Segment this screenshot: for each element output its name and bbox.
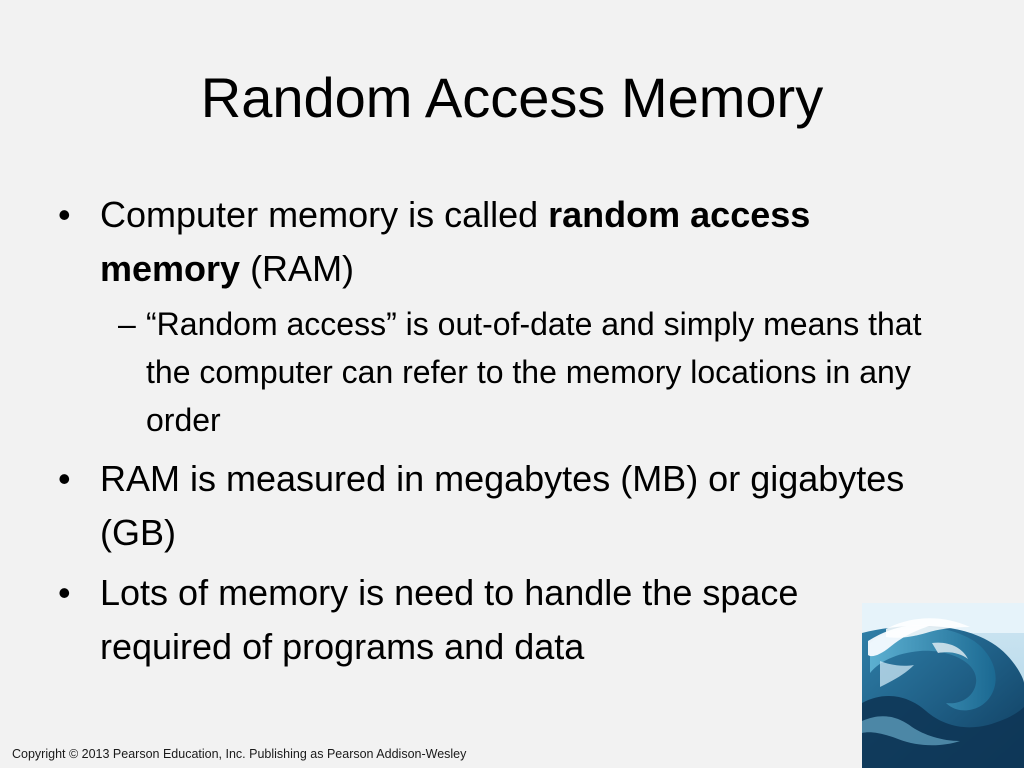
bullet-marker: • xyxy=(58,572,71,613)
bullet-list: • Computer memory is called random acces… xyxy=(56,188,936,674)
copyright-footer: Copyright © 2013 Pearson Education, Inc.… xyxy=(12,747,467,761)
bullet-text-bold: random access memory xyxy=(100,194,811,289)
sub-bullet-text: “Random access” is out-of-date and simpl… xyxy=(146,306,922,438)
bullet-item: • Lots of memory is need to handle the s… xyxy=(56,566,936,674)
bullet-marker: • xyxy=(58,458,71,499)
bullet-marker: • xyxy=(58,194,71,235)
bullet-text-plain-end: (RAM) xyxy=(240,248,355,289)
bullet-item: • Computer memory is called random acces… xyxy=(56,188,936,296)
sub-bullet-item: – “Random access” is out-of-date and sim… xyxy=(118,300,936,444)
bullet-text: Lots of memory is need to handle the spa… xyxy=(100,572,799,667)
ocean-wave-image xyxy=(862,603,1024,768)
slide-title: Random Access Memory xyxy=(200,66,824,129)
bullet-text-plain: Computer memory is called xyxy=(100,194,549,235)
sub-bullet-marker: – xyxy=(118,306,136,342)
bullet-text: Computer memory is called random access … xyxy=(100,188,860,296)
bullet-item: • RAM is measured in megabytes (MB) or g… xyxy=(56,452,936,560)
bullet-text: RAM is measured in megabytes (MB) or gig… xyxy=(100,458,905,553)
